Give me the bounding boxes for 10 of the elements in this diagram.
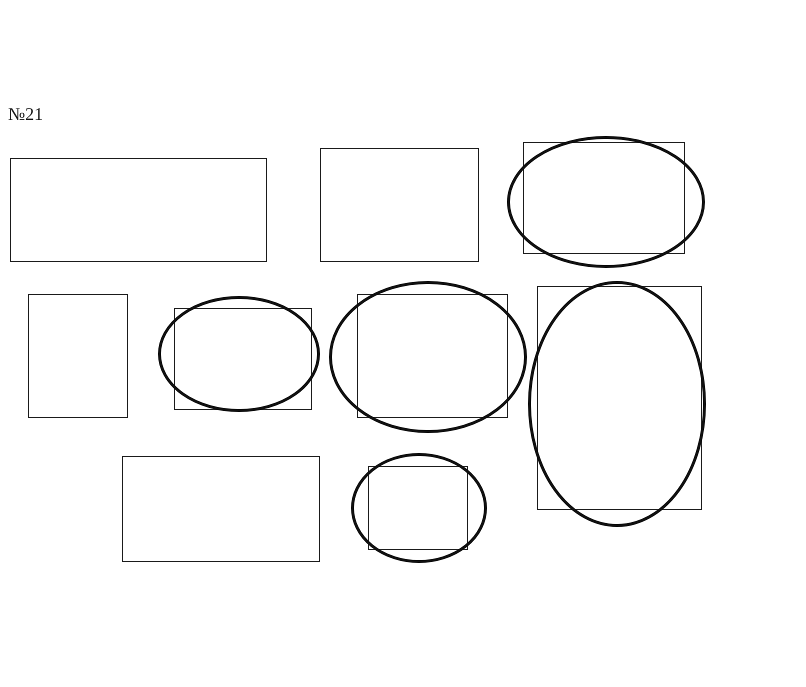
- ellipse-shape: [351, 453, 487, 563]
- ellipse-shape: [329, 281, 527, 433]
- exercise-number: №21: [8, 104, 44, 125]
- rectangle-shape: [320, 148, 479, 262]
- ellipse-shape: [158, 296, 320, 412]
- ellipse-shape: [507, 136, 705, 268]
- rectangle-shape: [10, 158, 267, 262]
- rectangle-shape: [122, 456, 320, 562]
- ellipse-shape: [528, 281, 706, 527]
- rectangle-shape: [28, 294, 128, 418]
